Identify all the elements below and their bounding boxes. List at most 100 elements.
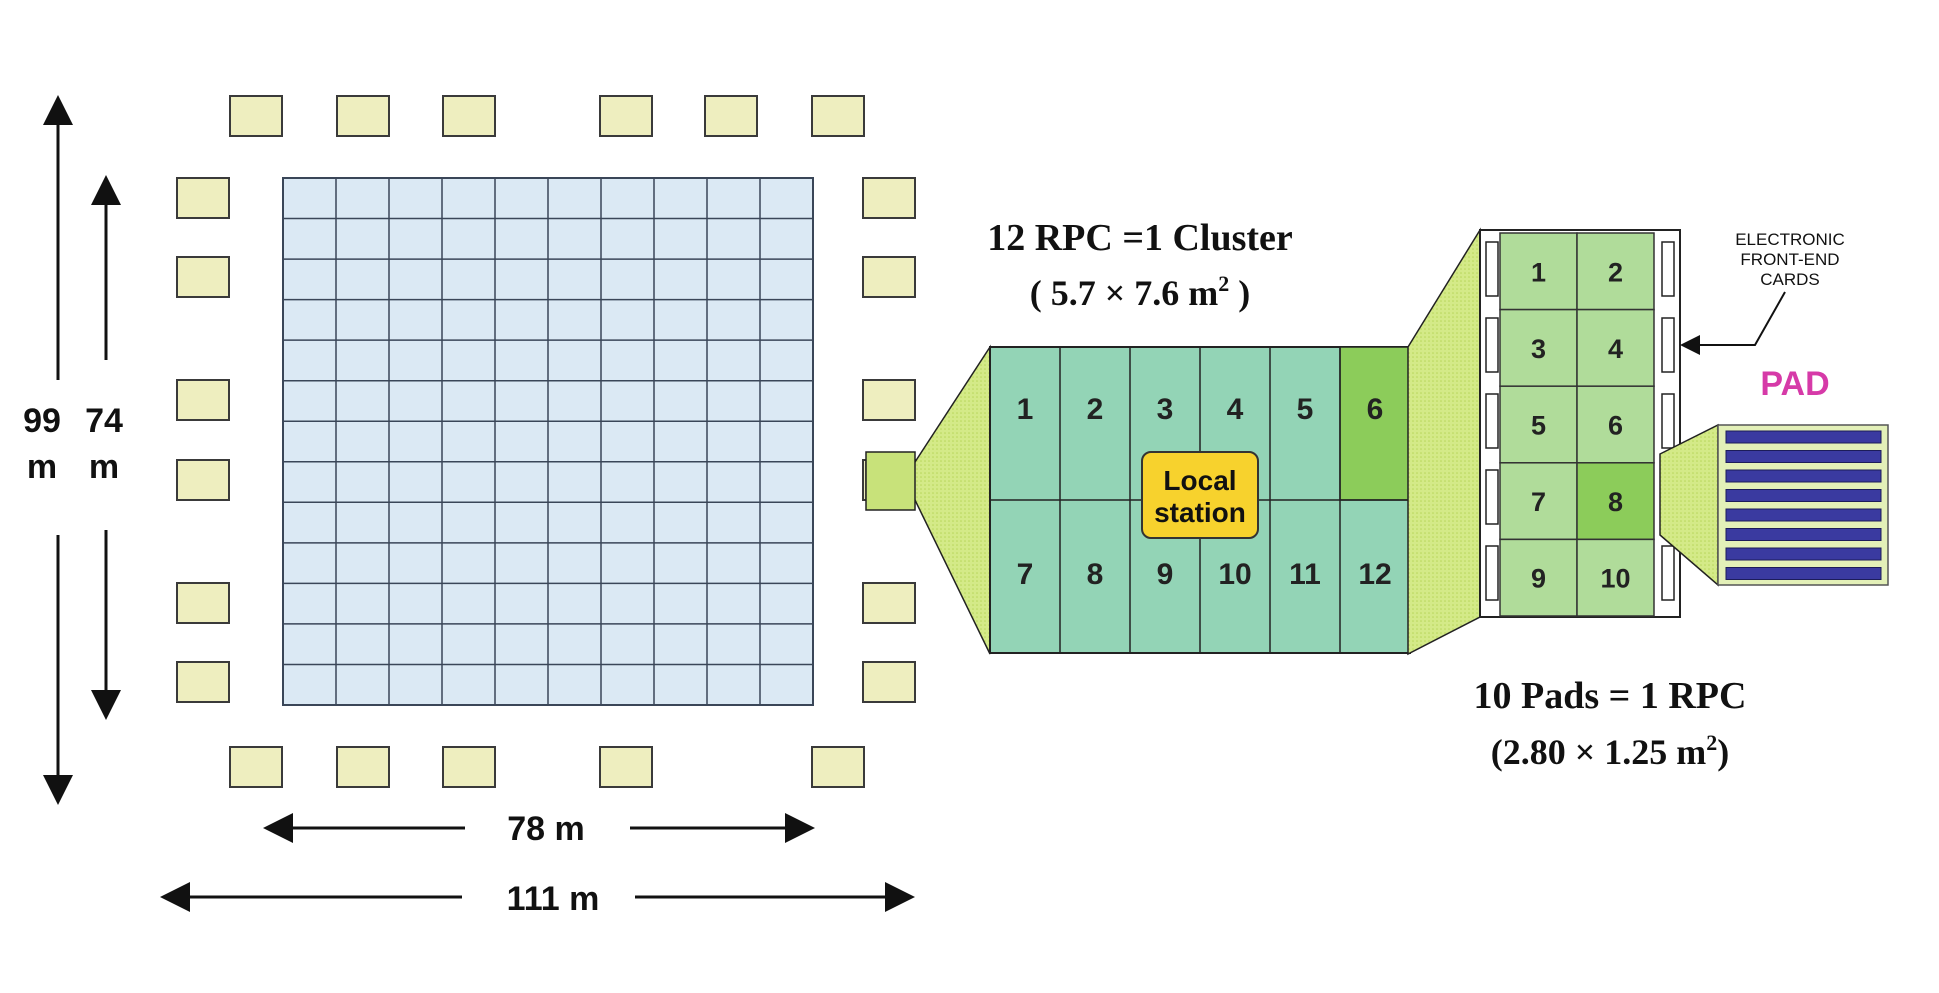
outer-height-value: 99 — [23, 402, 61, 440]
outrigger-station — [176, 459, 230, 501]
rpc-area: (2.80 × 1.25 m2) — [1491, 730, 1730, 772]
inner-height-unit: m — [89, 448, 119, 486]
rpc-pad — [1499, 538, 1578, 617]
rpc-zoom-funnel — [1407, 227, 1481, 656]
pad-strip — [1725, 469, 1882, 483]
rpc-pad-label: 1 — [1531, 257, 1546, 287]
fe-card-left — [1485, 241, 1499, 297]
outrigger-station — [176, 177, 230, 219]
inner-height-dimension: 74 m — [85, 175, 123, 720]
pad-strip — [1725, 450, 1882, 463]
outrigger-station — [862, 379, 916, 421]
outer-width-dimension: 111 m — [160, 880, 915, 918]
outrigger-station — [176, 256, 230, 298]
cluster-rpc-label: 12 — [1358, 558, 1391, 591]
outrigger-station — [229, 95, 283, 137]
inner-width-dimension: 78 m — [263, 810, 815, 848]
rpc-title-group: 10 Pads = 1 RPC (2.80 × 1.25 m2) — [1474, 675, 1747, 772]
pad-strip — [1725, 567, 1882, 580]
rpc-pad-label: 6 — [1608, 411, 1623, 441]
cluster-rpc-label: 7 — [1017, 558, 1034, 591]
pad-strip — [1725, 430, 1882, 444]
local-station-line1: Local — [1163, 465, 1236, 496]
rpc-pad-label: 5 — [1531, 411, 1546, 441]
fe-card-left — [1485, 545, 1499, 601]
inner-height-value: 74 — [85, 402, 123, 440]
fe-card-right — [1661, 545, 1675, 601]
rpc-pad — [1576, 462, 1655, 541]
rpc-chamber: 1 2 3 4 5 6 7 8 9 10 — [1479, 229, 1681, 618]
cluster-rpc-label: 1 — [1017, 393, 1034, 426]
outer-width-label: 111 m — [507, 880, 600, 918]
outer-height-dimension: 99 m — [23, 95, 73, 805]
carpet-grid — [283, 178, 813, 705]
outrigger-station — [336, 746, 390, 788]
fe-label-line1: ELECTRONIC — [1735, 230, 1845, 249]
outer-height-unit: m — [27, 448, 57, 486]
rpc-pad — [1499, 385, 1578, 464]
outrigger-station — [811, 95, 865, 137]
cluster-area: ( 5.7 × 7.6 m2 ) — [1030, 271, 1251, 313]
detector-field — [176, 95, 916, 788]
rpc-pad-label: 9 — [1531, 564, 1546, 594]
pad-strip — [1725, 528, 1882, 541]
outrigger-station — [442, 95, 496, 137]
fe-card-right — [1661, 241, 1675, 297]
pad-strip — [1725, 489, 1882, 502]
rpc-pad — [1499, 308, 1578, 387]
rpc-title: 10 Pads = 1 RPC — [1474, 675, 1747, 717]
rpc-pad-label: 8 — [1608, 487, 1623, 517]
outrigger-station — [599, 746, 653, 788]
outrigger-station — [229, 746, 283, 788]
cluster-rpc-label: 4 — [1227, 393, 1244, 426]
fe-card-right — [1661, 393, 1675, 449]
outrigger-station — [176, 379, 230, 421]
cluster-rpc-label: 10 — [1218, 558, 1251, 591]
outrigger-station — [176, 661, 230, 703]
fe-label-line2: FRONT-END — [1740, 250, 1839, 269]
outrigger-station — [811, 746, 865, 788]
pad-strip — [1725, 547, 1882, 561]
cluster-rpc-label: 5 — [1297, 393, 1314, 426]
inner-width-label: 78 m — [507, 810, 585, 848]
outrigger-station — [862, 661, 916, 703]
cluster-rpc-label: 2 — [1087, 393, 1104, 426]
fe-card-left — [1485, 393, 1499, 449]
local-station-line2: station — [1154, 497, 1246, 528]
fe-label-line3: CARDS — [1760, 270, 1820, 289]
local-station-badge — [1141, 451, 1259, 539]
fe-card-left — [1485, 469, 1499, 525]
pad-title: PAD — [1760, 365, 1829, 403]
fe-card-left — [1485, 317, 1499, 373]
rpc-pad-label: 7 — [1531, 487, 1546, 517]
outrigger-station — [862, 256, 916, 298]
pad-strips — [1717, 424, 1889, 586]
cluster-rpc-label: 11 — [1289, 558, 1321, 591]
fe-card-right — [1661, 317, 1675, 373]
pad-zoom-frame — [1717, 424, 1889, 586]
cluster-title-group: 12 RPC =1 Cluster ( 5.7 × 7.6 m2 ) — [987, 217, 1293, 313]
cluster-rpc-label: 8 — [1087, 558, 1104, 591]
rpc-pad-label: 4 — [1608, 334, 1623, 364]
outrigger-station — [336, 95, 390, 137]
cluster-rpc-label: 6 — [1367, 393, 1384, 426]
rpc-pad-label: 3 — [1531, 334, 1546, 364]
rpc-pad-label: 10 — [1600, 564, 1630, 594]
outrigger-station — [862, 582, 916, 624]
outrigger-station — [599, 95, 653, 137]
cluster-zoom-tip — [865, 451, 916, 511]
fe-leader-line — [1680, 291, 1786, 355]
pad-strip — [1725, 508, 1882, 522]
rpc-pad — [1576, 308, 1655, 387]
rpc-pad-label: 2 — [1608, 257, 1623, 287]
outrigger-station — [862, 177, 916, 219]
fe-cards-label: ELECTRONIC FRONT-END CARDS — [1680, 230, 1845, 355]
outrigger-stations — [176, 95, 916, 788]
cluster-rpc-label: 9 — [1157, 558, 1174, 591]
outrigger-station — [176, 582, 230, 624]
outrigger-station — [704, 95, 758, 137]
outrigger-station — [442, 746, 496, 788]
cluster-rpc-label: 3 — [1157, 393, 1174, 426]
